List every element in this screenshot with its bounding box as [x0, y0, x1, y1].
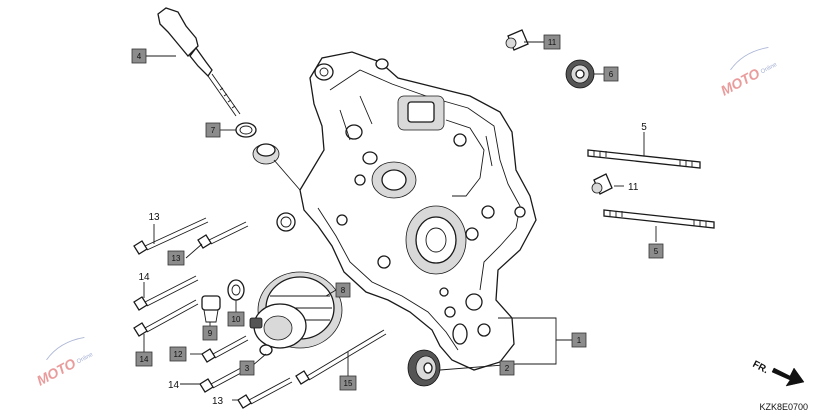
callout-15-label: 15 — [344, 379, 353, 388]
front-arrow-icon — [771, 367, 805, 387]
callout-1[interactable]: 1 — [571, 332, 587, 348]
callout-15[interactable]: 15 — [339, 375, 357, 391]
callout-8[interactable]: 8 — [335, 282, 351, 298]
front-direction-indicator: FR. — [751, 359, 805, 387]
callout-6-label: 6 — [609, 70, 614, 79]
plug-9 — [201, 295, 221, 323]
callout-13-bottom[interactable]: 13 — [212, 396, 224, 407]
callout-5-lower[interactable]: 5 — [648, 243, 664, 259]
oil-dipstick — [157, 7, 241, 117]
watermark-text-2: MOTO — [34, 355, 78, 389]
bolt-14-upper — [133, 275, 199, 311]
callout-5-upper-label: 5 — [641, 122, 647, 133]
callout-2[interactable]: 2 — [499, 360, 515, 376]
watermark-subtext-1: Online — [760, 62, 779, 76]
bolt-15 — [295, 329, 387, 385]
callout-4[interactable]: 4 — [131, 48, 147, 64]
bolt-13-bottom — [237, 377, 293, 409]
callout-10-label: 10 — [232, 315, 241, 324]
callout-13-bottom-label: 13 — [212, 396, 224, 407]
callout-11-upper[interactable]: 11 — [543, 34, 561, 50]
callout-14-box[interactable]: 14 — [135, 351, 153, 367]
diagram-reference-code: KZK8E0700 — [759, 402, 808, 412]
bolt-13-short — [197, 221, 249, 249]
callout-1-label: 1 — [577, 336, 582, 345]
callout-11-lower[interactable]: 11 — [628, 182, 639, 193]
callout-14-upper[interactable]: 14 — [138, 272, 150, 283]
o-ring-7 — [235, 122, 257, 138]
callout-3-label: 3 — [245, 364, 250, 373]
callout-11-upper-label: 11 — [548, 38, 557, 47]
watermark-bottom-left: MOTO Online — [34, 337, 95, 389]
callout-2-label: 2 — [505, 364, 510, 373]
callout-8-label: 8 — [341, 286, 346, 295]
callout-14-upper-label: 14 — [138, 272, 150, 283]
washer-10 — [227, 279, 245, 301]
callout-13-box-label: 13 — [172, 254, 181, 263]
stud-5-lower — [603, 209, 715, 229]
stud-5-upper — [587, 149, 701, 169]
callout-13-upper[interactable]: 13 — [148, 212, 160, 223]
callout-5-lower-label: 5 — [654, 247, 659, 256]
bolt-14-lower — [133, 299, 199, 337]
callout-9[interactable]: 9 — [202, 325, 218, 341]
crankcase-cover-assembly — [299, 51, 537, 371]
callout-13-upper-label: 13 — [148, 212, 160, 223]
callout-10[interactable]: 10 — [227, 311, 245, 327]
bearing-2 — [407, 349, 441, 387]
callout-7[interactable]: 7 — [205, 122, 221, 138]
watermark-subtext-2: Online — [76, 352, 95, 366]
callout-12-label: 12 — [174, 350, 183, 359]
front-label: FR. — [751, 359, 771, 376]
bolt-13-upper — [133, 217, 209, 255]
watermark-top-right: MOTO Online — [718, 47, 779, 99]
callout-14-bottom-label: 14 — [168, 380, 180, 391]
callout-6[interactable]: 6 — [603, 66, 619, 82]
oil-seal-6 — [565, 59, 595, 89]
pump-3 — [249, 303, 307, 356]
callout-13-box[interactable]: 13 — [167, 250, 185, 266]
callout-14-bottom[interactable]: 14 — [168, 380, 180, 391]
filler-cap — [252, 143, 301, 191]
collar-11-lower — [591, 173, 613, 195]
callout-4-label: 4 — [137, 52, 142, 61]
callout-7-label: 7 — [211, 126, 216, 135]
callout-5-upper[interactable]: 5 — [641, 122, 647, 133]
dowel-pin — [276, 212, 296, 232]
watermark-text-1: MOTO — [718, 65, 762, 99]
collar-11-upper — [505, 29, 529, 51]
callout-14-box-label: 14 — [140, 355, 149, 364]
bolt-12 — [201, 335, 249, 363]
callout-12[interactable]: 12 — [169, 346, 187, 362]
callout-3[interactable]: 3 — [239, 360, 255, 376]
callout-11-lower-label: 11 — [628, 182, 639, 193]
callout-9-label: 9 — [208, 329, 213, 338]
